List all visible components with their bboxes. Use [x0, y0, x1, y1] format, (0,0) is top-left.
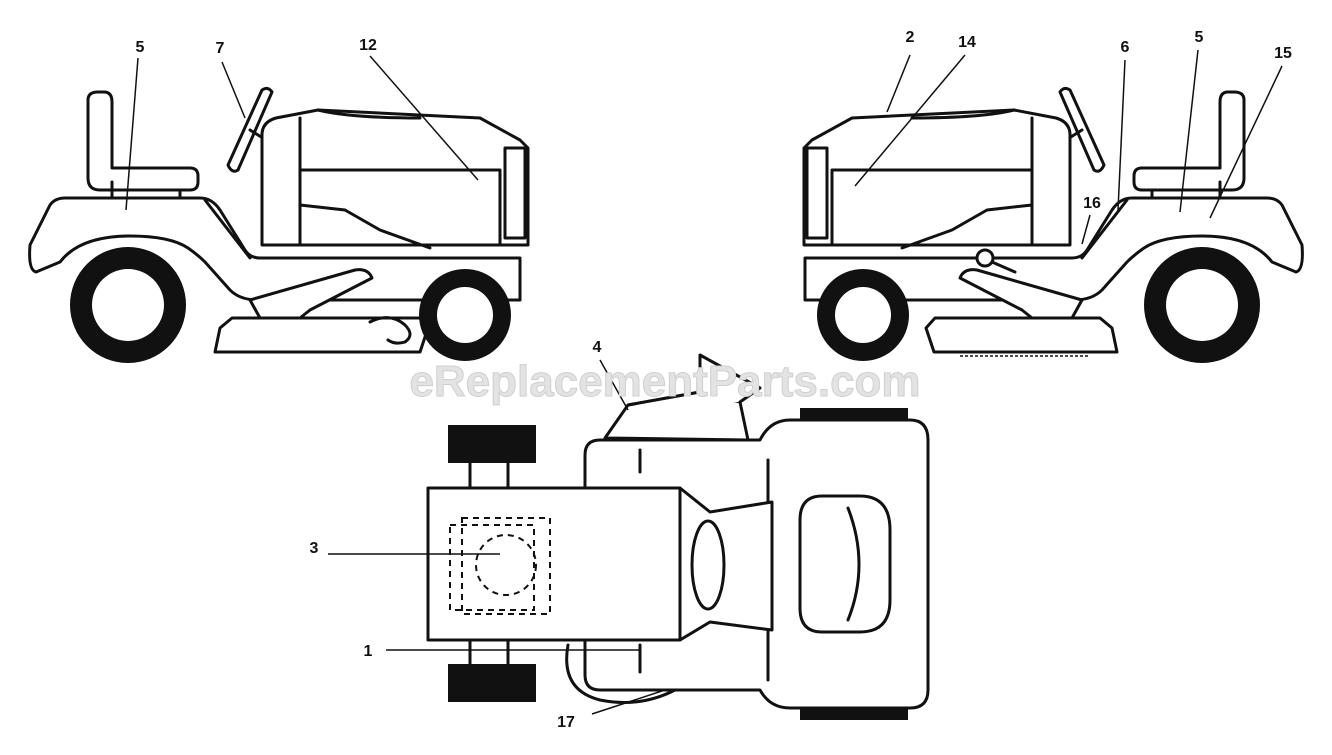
seat — [86, 90, 200, 202]
callout-14: 14 — [958, 34, 976, 51]
mower-deck — [213, 268, 430, 354]
rear-fender — [803, 196, 1304, 302]
discharge-chute — [603, 353, 762, 442]
seat-top — [798, 494, 892, 634]
left-side-view — [28, 55, 530, 363]
front-wheel — [419, 269, 511, 361]
rear-fender — [28, 196, 522, 302]
callout-5-left: 5 — [136, 39, 145, 56]
lift-lever — [975, 248, 1017, 274]
callout-16: 16 — [1083, 195, 1101, 212]
callout-2: 2 — [906, 29, 915, 46]
front-tire-right — [448, 664, 536, 702]
hood — [802, 108, 1072, 250]
callout-1: 1 — [364, 643, 373, 660]
callout-17: 17 — [557, 714, 575, 731]
callout-5-right: 5 — [1195, 29, 1204, 46]
right-side-view — [802, 49, 1304, 363]
hood — [260, 108, 530, 250]
front-tire-left — [448, 425, 536, 463]
seat — [1132, 90, 1246, 202]
callout-6: 6 — [1121, 39, 1130, 56]
hood-top — [426, 486, 774, 642]
rear-wheel — [70, 247, 186, 363]
callout-labels: 5 7 12 2 14 6 5 15 16 4 3 1 17 — [136, 29, 1292, 731]
callout-7: 7 — [216, 40, 225, 57]
callout-12: 12 — [359, 37, 377, 54]
watermark: eReplacementParts.com — [409, 357, 920, 406]
top-view — [328, 353, 930, 720]
mower-deck — [924, 268, 1119, 357]
callout-4: 4 — [593, 339, 602, 356]
callout-15: 15 — [1274, 45, 1292, 62]
callout-3: 3 — [310, 540, 319, 557]
rear-wheel — [1144, 247, 1260, 363]
front-wheel — [817, 269, 909, 361]
